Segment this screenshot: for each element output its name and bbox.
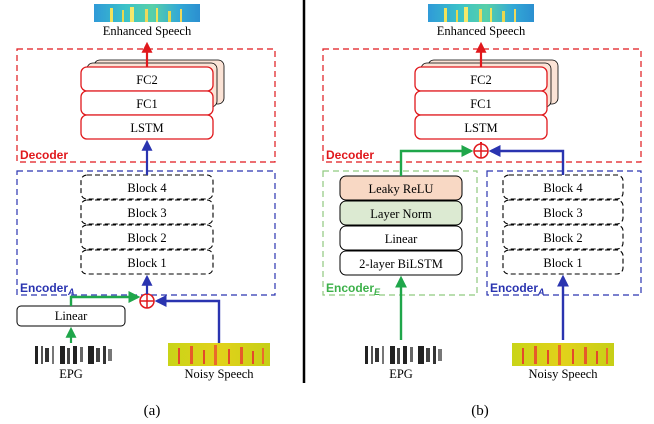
epg-pattern-icon bbox=[35, 346, 112, 364]
encoder-block-4: Block 4 bbox=[80, 174, 214, 200]
encoder-block-3-label: Block 3 bbox=[543, 206, 582, 220]
decoder-layer-fc2: FC2 bbox=[414, 66, 548, 92]
encoder-a-region-label: EncoderA bbox=[20, 281, 75, 297]
decoder-layer-lstm: LSTM bbox=[414, 114, 548, 140]
decoder-layer-lstm: LSTM bbox=[80, 114, 214, 140]
leaky-relu-label: Leaky ReLU bbox=[369, 182, 434, 196]
encoder-e-layer-layer-norm: Layer Norm bbox=[339, 200, 463, 226]
encoder-e-to-sum-arrow bbox=[399, 145, 474, 176]
encoder-block-3: Block 3 bbox=[80, 199, 214, 225]
encoder-e-region-label: EncoderE bbox=[326, 281, 381, 297]
enhanced-spectrogram-icon bbox=[94, 4, 200, 22]
encoder-block-3: Block 3 bbox=[502, 199, 624, 225]
panel-b: Enhanced Speech Decoder FC2 FC1 LSTM Enc… bbox=[322, 4, 642, 419]
noisy-speech-label: Noisy Speech bbox=[528, 367, 598, 381]
encoder-e-layer-bilstm: 2-layer BiLSTM bbox=[339, 250, 463, 276]
encoder-block-3-label: Block 3 bbox=[127, 206, 166, 220]
linear-layer-label: Linear bbox=[55, 309, 88, 323]
decoder-layer-fc2-label: FC2 bbox=[136, 73, 158, 87]
encoder-block-1: Block 1 bbox=[80, 249, 214, 275]
encoder-block-2: Block 2 bbox=[502, 224, 624, 250]
encoder-block-1-label: Block 1 bbox=[543, 256, 582, 270]
circle-plus-icon bbox=[473, 143, 489, 159]
decoder-layer-fc2-label: FC2 bbox=[470, 73, 492, 87]
decoder-layer-lstm-label: LSTM bbox=[464, 121, 497, 135]
encoder-a-to-sum-arrow bbox=[488, 145, 565, 175]
decoder-layer-lstm-label: LSTM bbox=[130, 121, 163, 135]
linear-label: Linear bbox=[385, 232, 418, 246]
decoder-layer-fc2: FC2 bbox=[80, 66, 214, 92]
decoder-region-label: Decoder bbox=[20, 148, 68, 162]
encoder-block-2-label: Block 2 bbox=[543, 231, 582, 245]
decoder-layer-fc1-label: FC1 bbox=[136, 97, 158, 111]
enhanced-speech-label: Enhanced Speech bbox=[103, 24, 192, 38]
noisy-spectrogram-icon bbox=[168, 343, 270, 366]
decoder-region bbox=[322, 48, 642, 163]
layer-norm-label: Layer Norm bbox=[370, 207, 432, 221]
decoder-region-label: Decoder bbox=[326, 148, 374, 162]
decoder-layer-fc1: FC1 bbox=[414, 90, 548, 116]
encoder-e-layer-linear: Linear bbox=[339, 225, 463, 251]
encoder-a-region-label: EncoderA bbox=[490, 281, 545, 297]
encoder-block-1-label: Block 1 bbox=[127, 256, 166, 270]
encoder-block-4-label: Block 4 bbox=[543, 181, 583, 195]
noisy-speech-label: Noisy Speech bbox=[184, 367, 254, 381]
encoder-e-layer-leaky-relu: Leaky ReLU bbox=[339, 175, 463, 201]
epg-pattern-icon bbox=[365, 346, 442, 364]
noisy-spectrogram-icon bbox=[512, 343, 614, 366]
decoder-layer-fc1: FC1 bbox=[80, 90, 214, 116]
encoder-block-1: Block 1 bbox=[502, 249, 624, 275]
encoder-block-4: Block 4 bbox=[502, 174, 624, 200]
panel-a: Enhanced Speech Decoder FC2 FC1 LSTM Enc… bbox=[16, 4, 276, 419]
encoder-block-2-label: Block 2 bbox=[127, 231, 166, 245]
decoder-layer-fc1-label: FC1 bbox=[470, 97, 492, 111]
enhanced-spectrogram-icon bbox=[428, 4, 534, 22]
caption-a: (a) bbox=[144, 403, 161, 419]
bilstm-label: 2-layer BiLSTM bbox=[359, 257, 443, 271]
caption-b: (b) bbox=[471, 403, 489, 419]
encoder-block-4-label: Block 4 bbox=[127, 181, 167, 195]
circle-plus-icon bbox=[139, 293, 155, 309]
epg-label: EPG bbox=[389, 367, 413, 381]
linear-layer: Linear bbox=[16, 305, 126, 327]
noisy-input-arrow bbox=[154, 295, 221, 343]
epg-projection-arrow bbox=[69, 291, 141, 306]
enhanced-speech-label: Enhanced Speech bbox=[437, 24, 526, 38]
encoder-block-2: Block 2 bbox=[80, 224, 214, 250]
epg-label: EPG bbox=[59, 367, 83, 381]
